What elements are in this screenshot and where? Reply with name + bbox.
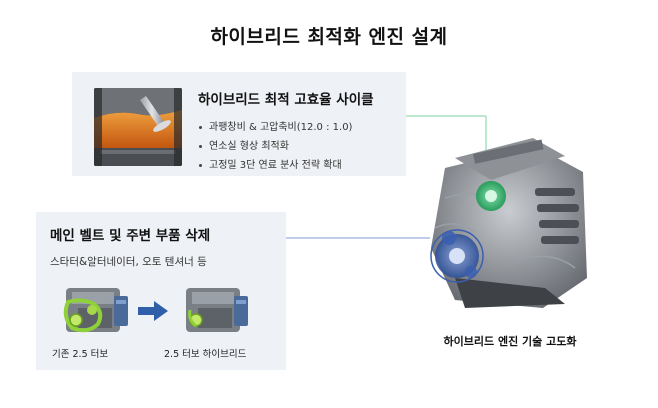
cycle-panel: 하이브리드 최적 고효율 사이클 과팽창비 & 고압축비(12.0 : 1.0)… [72, 72, 406, 176]
belt-removal-panel: 메인 벨트 및 주변 부품 삭제 스타터&알터네이터, 오토 텐셔너 등 기존 … [36, 212, 286, 370]
hybrid-engine-illustration [186, 288, 248, 332]
list-item: 연소실 형상 최적화 [198, 137, 402, 156]
belt-removal-subtitle: 스타터&알터네이터, 오토 텐셔너 등 [50, 256, 207, 268]
page-title: 하이브리드 최적화 엔진 설계 [210, 26, 448, 48]
arrow-right-icon [138, 301, 168, 321]
cycle-heading: 하이브리드 최적 고효율 사이클 [198, 92, 374, 108]
engine-caption: 하이브리드 엔진 기술 고도화 [443, 335, 577, 348]
turbo-caption: 기존 2.5 터보 [52, 349, 109, 360]
engine-illustration [430, 138, 587, 308]
list-item: 과팽창비 & 고압축비(12.0 : 1.0) [198, 118, 402, 137]
list-item: 고정밀 3단 연료 분사 전략 확대 [198, 156, 402, 175]
belt-removal-heading: 메인 벨트 및 주변 부품 삭제 [50, 228, 211, 244]
combustion-chamber-illustration [94, 88, 182, 166]
cycle-bullet-list: 과팽창비 & 고압축비(12.0 : 1.0) 연소실 형상 최적화 고정밀 3… [198, 118, 402, 175]
hybrid-caption: 2.5 터보 하이브리드 [164, 349, 247, 360]
turbo-engine-illustration [63, 288, 128, 333]
